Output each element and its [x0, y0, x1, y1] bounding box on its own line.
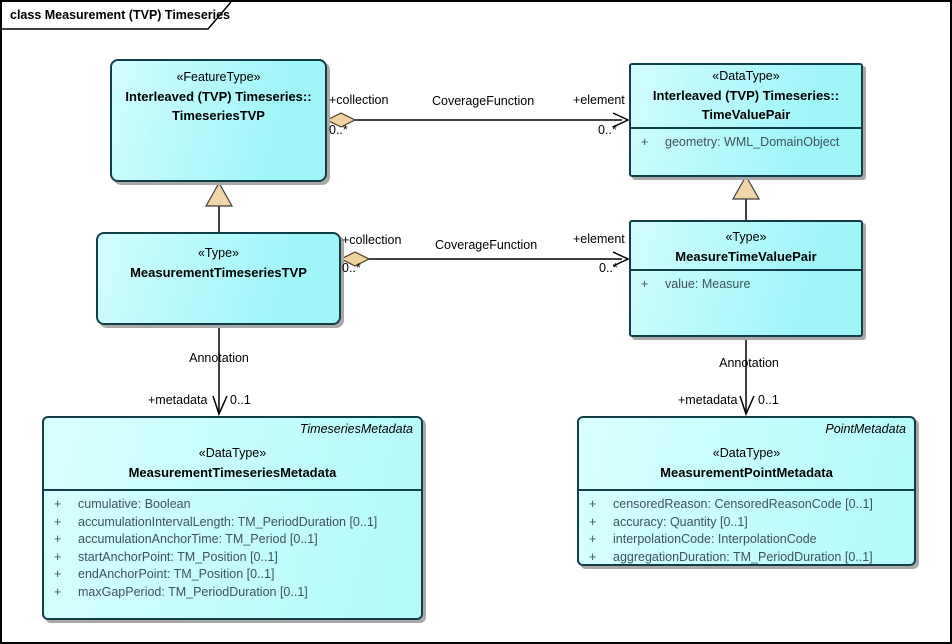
attr-text: cumulative: Boolean: [78, 497, 191, 511]
attr-text: interpolationCode: InterpolationCode: [613, 532, 817, 546]
multiplicity-label: 0..1: [230, 393, 251, 407]
aggregation-diamond-icon[interactable]: [339, 251, 371, 267]
role-label-element: +element: [573, 232, 625, 246]
attribute-row: + interpolationCode: InterpolationCode: [579, 531, 914, 549]
open-arrowhead-icon: [212, 395, 228, 417]
aggregation-diamond-icon[interactable]: [325, 112, 357, 128]
attr-visibility: +: [589, 549, 597, 564]
class-name: TimeseriesTVP: [172, 108, 265, 123]
attr-text: endAnchorPoint: TM_Position [0..1]: [78, 567, 275, 581]
attribute-row: + endAnchorPoint: TM_Position [0..1]: [44, 566, 421, 584]
multiplicity-label: 0..1: [758, 393, 779, 407]
multiplicity-label: 0..*: [598, 123, 617, 137]
attribute-row: + startAnchorPoint: TM_Position [0..1]: [44, 549, 421, 567]
attr-visibility: +: [641, 277, 649, 291]
attribute-row: + value: Measure: [631, 276, 861, 294]
class-name: TimeValuePair: [701, 107, 791, 122]
attr-visibility: +: [54, 497, 62, 511]
attr-visibility: +: [589, 514, 597, 529]
role-label-collection: +collection: [329, 93, 389, 107]
attribute-row: + accumulationAnchorTime: TM_Period [0..…: [44, 531, 421, 549]
class-box-measure-timevaluepair[interactable]: «Type» MeasureTimeValuePair + value: Mea…: [629, 220, 863, 337]
stereotype-label: «DataType»: [712, 69, 780, 83]
generalization-arrow-icon: [204, 181, 234, 207]
multiplicity-label: 0..*: [329, 123, 348, 137]
class-box-measurement-timeseries-metadata[interactable]: TimeseriesMetadata «DataType» Measuremen…: [42, 416, 423, 620]
class-box-timevaluepair[interactable]: «DataType» Interleaved (TVP) Timeseries:…: [629, 63, 863, 177]
attr-text: aggregationDuration: TM_PeriodDuration […: [613, 549, 873, 564]
legend-tag-label: PointMetadata: [825, 422, 906, 436]
class-qualifier: Interleaved (TVP) Timeseries::: [125, 89, 312, 104]
attribute-row: + maxGapPeriod: TM_PeriodDuration [0..1]: [44, 584, 421, 602]
class-box-measurement-timeseries-tvp[interactable]: «Type» MeasurementTimeseriesTVP: [96, 232, 341, 325]
stereotype-label: «Type»: [725, 230, 767, 244]
attr-text: censoredReason: CensoredReasonCode [0..1…: [613, 497, 873, 511]
class-name: MeasurementTimeseriesTVP: [130, 265, 307, 280]
frame-tab-outline: [2, 2, 232, 30]
role-label-collection: +collection: [342, 233, 402, 247]
attr-text: startAnchorPoint: TM_Position [0..1]: [78, 549, 278, 564]
attr-visibility: +: [54, 549, 62, 564]
open-arrowhead-icon: [612, 251, 630, 267]
open-arrowhead-icon: [739, 395, 755, 417]
attr-visibility: +: [589, 532, 597, 546]
attribute-row: + aggregationDuration: TM_PeriodDuration…: [579, 549, 914, 567]
attr-text: accumulationAnchorTime: TM_Period [0..1]: [78, 532, 318, 546]
attr-visibility: +: [54, 567, 62, 581]
multiplicity-label: 0..*: [342, 261, 361, 275]
association-name-label: CoverageFunction: [435, 238, 538, 252]
annotation-label: Annotation: [189, 351, 249, 365]
open-arrowhead-icon: [612, 112, 630, 128]
stereotype-label: «DataType»: [712, 446, 781, 460]
class-box-measurement-point-metadata[interactable]: PointMetadata «DataType» MeasurementPoin…: [577, 416, 916, 566]
class-box-timeseries-tvp[interactable]: «FeatureType» Interleaved (TVP) Timeseri…: [110, 59, 327, 182]
attr-visibility: +: [589, 497, 597, 511]
class-name: MeasureTimeValuePair: [675, 249, 817, 264]
association-name-label: CoverageFunction: [432, 94, 535, 108]
attr-visibility: +: [54, 514, 62, 529]
generalization-arrow-icon: [731, 174, 761, 200]
attr-visibility: +: [54, 584, 62, 599]
class-qualifier: Interleaved (TVP) Timeseries::: [652, 88, 840, 103]
stereotype-label: «FeatureType»: [176, 70, 261, 84]
class-name: MeasurementTimeseriesMetadata: [128, 465, 337, 480]
attribute-row: + cumulative: Boolean: [44, 496, 421, 514]
attr-visibility: +: [641, 135, 649, 149]
legend-tag-label: TimeseriesMetadata: [299, 422, 413, 436]
attr-text: accuracy: Quantity [0..1]: [613, 514, 748, 529]
attribute-row: + censoredReason: CensoredReasonCode [0.…: [579, 496, 914, 514]
diagram-frame-title: class Measurement (TVP) Timeseries: [10, 8, 231, 22]
attribute-row: + accuracy: Quantity [0..1]: [579, 514, 914, 532]
role-label-element: +element: [573, 93, 625, 107]
class-name: MeasurementPointMetadata: [660, 465, 833, 480]
attr-text: value: Measure: [665, 277, 751, 291]
role-label-metadata: +metadata: [148, 393, 208, 407]
role-label-metadata: +metadata: [678, 393, 738, 407]
attr-text: geometry: WML_DomainObject: [665, 135, 840, 149]
attr-text: accumulationIntervalLength: TM_PeriodDur…: [78, 514, 378, 529]
stereotype-label: «Type»: [197, 246, 239, 260]
attr-text: maxGapPeriod: TM_PeriodDuration [0..1]: [78, 584, 308, 599]
attr-visibility: +: [54, 532, 62, 546]
attribute-row: + geometry: WML_DomainObject: [631, 134, 861, 152]
stereotype-label: «DataType»: [198, 446, 267, 460]
multiplicity-label: 0..*: [599, 261, 618, 275]
attribute-row: + accumulationIntervalLength: TM_PeriodD…: [44, 514, 421, 532]
annotation-label: Annotation: [719, 356, 779, 370]
